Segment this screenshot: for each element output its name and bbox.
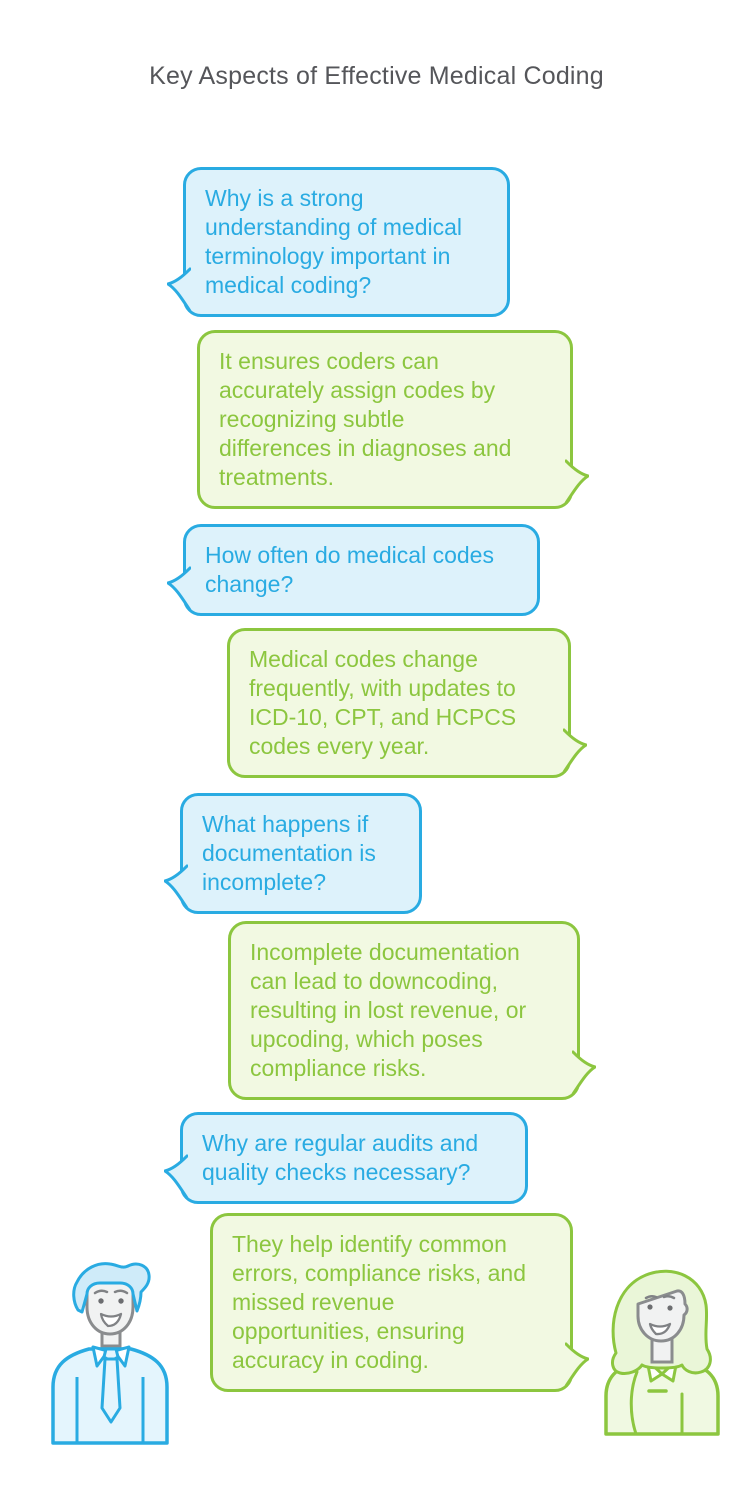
question-bubble-3: What happens if documentation is incompl… (164, 793, 422, 914)
answer-text-3: Incomplete documentation can lead to dow… (250, 939, 527, 1081)
woman-illustration (604, 1269, 720, 1436)
question-text-1: Why is a strong understanding of medical… (205, 185, 462, 298)
answer-text-1: It ensures coders can accurately assign … (219, 348, 512, 490)
answer-bubble-4: They help identify common errors, compli… (210, 1213, 589, 1392)
speech-tail-right-icon (563, 728, 587, 774)
answer-bubble-2: Medical codes change frequently, with up… (227, 628, 587, 778)
speech-tail-left-icon (167, 566, 191, 612)
speech-tail-left-icon (164, 864, 188, 910)
question-text-3: What happens if documentation is incompl… (202, 811, 376, 895)
question-bubble-4: Why are regular audits and quality check… (164, 1112, 528, 1204)
speech-tail-left-icon (167, 267, 191, 313)
question-text-2: How often do medical codes change? (205, 542, 494, 597)
answer-text-2: Medical codes change frequently, with up… (249, 646, 517, 759)
answer-text-4: They help identify common errors, compli… (232, 1231, 526, 1373)
question-bubble-1: Why is a strong understanding of medical… (167, 167, 510, 317)
speech-tail-left-icon (164, 1154, 188, 1200)
page-title: Key Aspects of Effective Medical Coding (149, 62, 604, 90)
answer-bubble-1: It ensures coders can accurately assign … (197, 330, 589, 509)
speech-tail-right-icon (572, 1050, 596, 1096)
answer-bubble-3: Incomplete documentation can lead to dow… (228, 921, 596, 1100)
speech-tail-right-icon (565, 1342, 589, 1388)
man-illustration (51, 1262, 169, 1445)
question-bubble-2: How often do medical codes change? (167, 524, 540, 616)
question-text-4: Why are regular audits and quality check… (202, 1130, 479, 1185)
speech-tail-right-icon (565, 459, 589, 505)
